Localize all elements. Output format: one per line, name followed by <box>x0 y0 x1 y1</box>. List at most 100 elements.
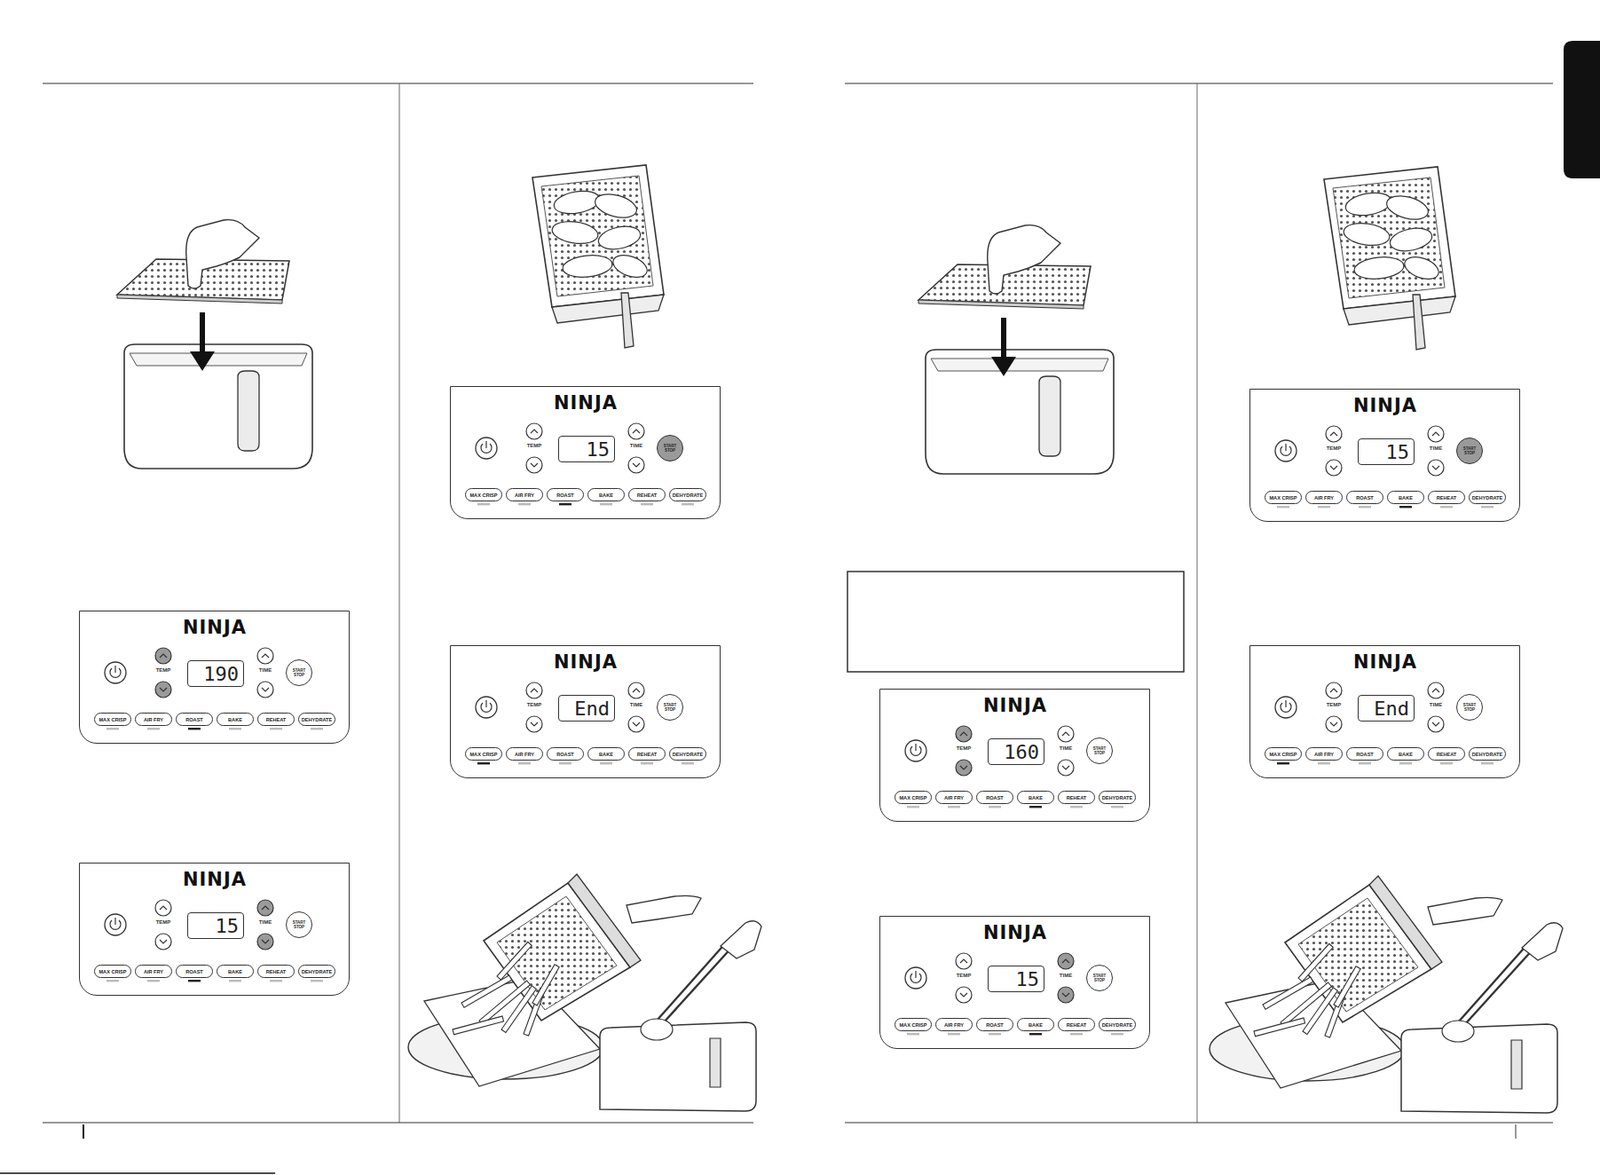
display-readout: 190 <box>203 662 239 686</box>
button-label: BAKE <box>1398 495 1413 501</box>
display-readout: 15 <box>586 438 611 461</box>
button-label: REHEAT <box>637 751 658 757</box>
button-label: START STOP <box>661 702 679 713</box>
brand-logo: NINJA <box>983 922 1048 944</box>
brand-logo: NINJA <box>553 651 618 673</box>
button-label: BAKE <box>228 717 243 723</box>
function-button: MAX CRISP <box>894 1017 932 1032</box>
button-label: AIR FRY <box>944 795 964 801</box>
lcd-display: 15 <box>187 912 245 939</box>
function-button: MAX CRISP <box>94 712 132 726</box>
temp-label: TEMP <box>1326 701 1342 708</box>
function-button: REHEAT <box>628 488 666 502</box>
button-label: MAX CRISP <box>98 969 127 975</box>
button-label: DEHYDRATE <box>1102 1022 1133 1028</box>
control-panel: NINJATEMPTIME15START STOPMAX CRISPAIR FR… <box>1249 388 1521 522</box>
temp-label: TEMP <box>527 701 543 708</box>
time-label: TIME <box>259 919 272 925</box>
button-label: MAX CRISP <box>98 717 127 723</box>
lcd-display: 15 <box>558 435 615 463</box>
function-button: DEHYDRATE <box>298 964 336 978</box>
display-readout: 15 <box>1016 968 1041 991</box>
start-stop-button: START STOP <box>285 911 313 938</box>
lcd-display: 15 <box>1357 438 1415 466</box>
button-label: MAX CRISP <box>469 492 497 498</box>
time-label: TIME <box>1059 745 1072 751</box>
function-button: ROAST <box>976 790 1014 804</box>
start-stop-button: START STOP <box>656 693 684 721</box>
control-panel: NINJATEMPTIMEEndSTART STOPMAX CRISPAIR F… <box>1249 645 1521 779</box>
button-label: ROAST <box>1355 751 1374 757</box>
start-stop-button: START STOP <box>1086 737 1113 765</box>
button-label: MAX CRISP <box>1268 495 1297 501</box>
button-label: ROAST <box>1355 495 1374 501</box>
control-panel: NINJATEMPTIMEEndSTART STOPMAX CRISPAIR F… <box>449 645 721 779</box>
button-label: DEHYDRATE <box>1472 751 1503 757</box>
function-button: ROAST <box>546 747 584 761</box>
button-label: BAKE <box>1028 795 1043 801</box>
function-button: REHEAT <box>1057 1017 1096 1032</box>
control-panel: NINJATEMPTIME15START STOPMAX CRISPAIR FR… <box>78 862 350 996</box>
function-button: REHEAT <box>1427 747 1466 761</box>
button-label: MAX CRISP <box>469 751 497 757</box>
button-label: BAKE <box>599 751 614 757</box>
button-label: DEHYDRATE <box>1472 495 1503 501</box>
button-label: BAKE <box>599 492 614 498</box>
function-button: MAX CRISP <box>465 488 503 502</box>
function-button: MAX CRISP <box>465 747 503 761</box>
temp-label: TEMP <box>527 442 543 449</box>
button-label: ROAST <box>985 1022 1004 1028</box>
function-button: DEHYDRATE <box>1468 747 1506 761</box>
function-button: AIR FRY <box>1305 490 1343 505</box>
function-button: REHEAT <box>1057 790 1096 804</box>
function-button: DEHYDRATE <box>669 488 707 502</box>
function-button: AIR FRY <box>134 712 173 726</box>
function-button: DEHYDRATE <box>1098 1017 1136 1032</box>
button-label: START STOP <box>1090 746 1109 757</box>
button-label: DEHYDRATE <box>301 717 332 723</box>
start-stop-button: START STOP <box>1456 693 1483 721</box>
temp-label: TEMP <box>956 972 972 978</box>
control-panel: NINJATEMPTIME15START STOPMAX CRISPAIR FR… <box>879 915 1151 1049</box>
function-button: BAKE <box>1387 490 1425 505</box>
time-label: TIME <box>630 442 643 449</box>
button-label: REHEAT <box>1066 795 1088 801</box>
temp-label: TEMP <box>156 667 172 673</box>
display-readout: 15 <box>215 914 240 938</box>
button-label: START STOP <box>1460 446 1479 457</box>
time-label: TIME <box>630 701 643 708</box>
function-button: DEHYDRATE <box>1468 490 1506 505</box>
function-button: MAX CRISP <box>1264 747 1302 761</box>
function-button: ROAST <box>1346 490 1384 505</box>
brand-logo: NINJA <box>1353 394 1418 417</box>
button-label: ROAST <box>185 717 204 723</box>
time-label: TIME <box>1429 445 1443 451</box>
brand-logo: NINJA <box>182 616 247 639</box>
button-label: REHEAT <box>637 492 658 498</box>
function-button: AIR FRY <box>134 964 173 978</box>
function-button: AIR FRY <box>935 1017 973 1032</box>
button-label: START STOP <box>661 443 679 454</box>
function-button: AIR FRY <box>1305 747 1343 761</box>
function-button: BAKE <box>1387 747 1425 761</box>
button-label: DEHYDRATE <box>1102 795 1133 801</box>
button-label: ROAST <box>556 751 575 757</box>
lcd-display: 160 <box>987 738 1045 765</box>
time-label: TIME <box>1059 972 1072 978</box>
button-label: ROAST <box>185 969 204 975</box>
button-label: BAKE <box>1028 1022 1043 1028</box>
function-button: BAKE <box>216 964 254 978</box>
button-label: BAKE <box>1398 751 1413 757</box>
start-stop-button: START STOP <box>1456 437 1483 465</box>
button-label: START STOP <box>290 668 308 678</box>
brand-logo: NINJA <box>983 694 1048 717</box>
temp-label: TEMP <box>156 919 172 925</box>
display-readout: 160 <box>1003 740 1040 764</box>
function-button: DEHYDRATE <box>298 712 336 726</box>
button-label: REHEAT <box>266 969 287 975</box>
function-button: BAKE <box>216 712 254 726</box>
button-label: REHEAT <box>1066 1022 1088 1028</box>
button-label: BAKE <box>228 969 243 975</box>
function-button: ROAST <box>546 488 584 502</box>
